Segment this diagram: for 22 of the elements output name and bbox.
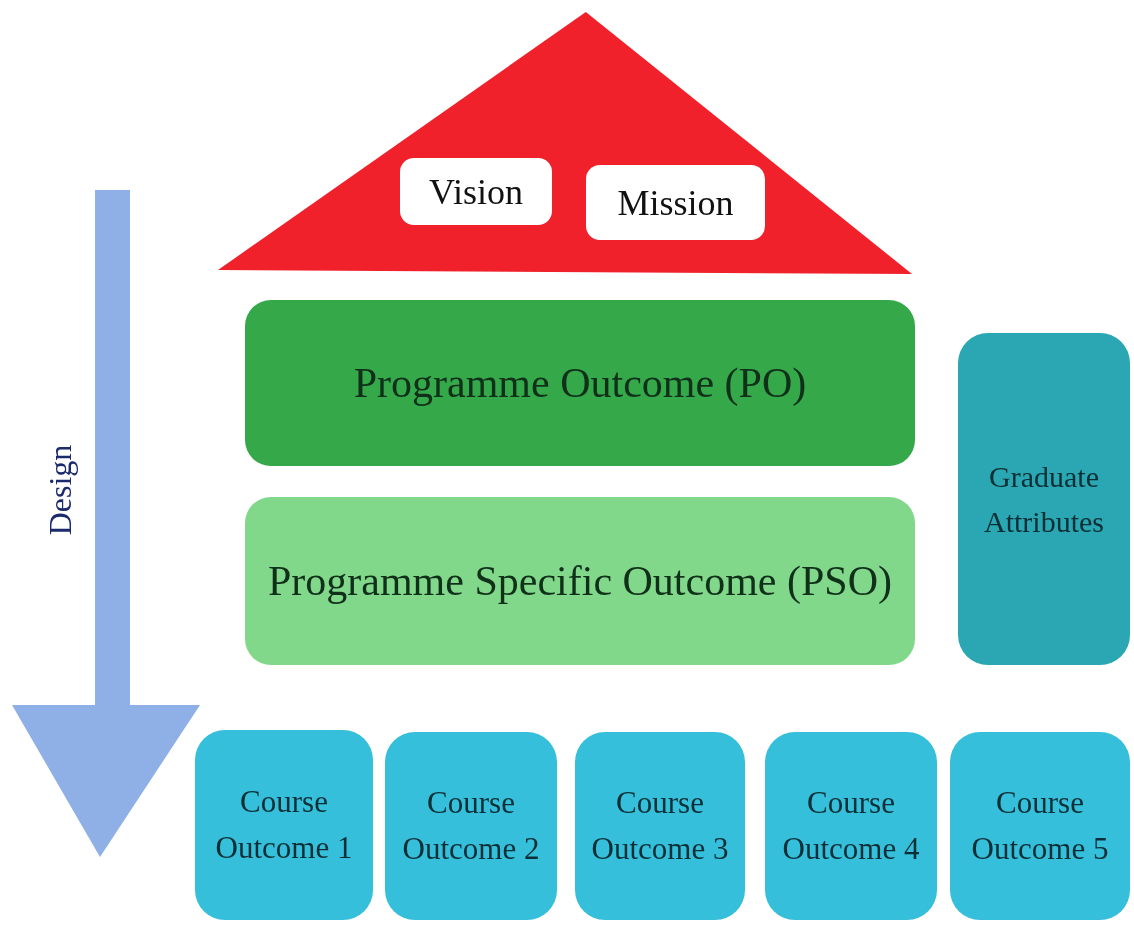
label-box xyxy=(586,165,765,240)
outcome-box xyxy=(245,497,915,665)
node-text: Course Outcome 1 xyxy=(214,782,354,867)
label-box xyxy=(400,158,552,225)
outcome-box xyxy=(195,730,373,920)
node-text: Programme Outcome (PO) xyxy=(353,358,807,408)
node-text: Programme Specific Outcome (PSO) xyxy=(267,556,892,606)
outcome-box xyxy=(575,732,745,920)
node-text: Course Outcome 2 xyxy=(401,783,541,868)
outcome-box xyxy=(950,732,1130,920)
outcome-box xyxy=(385,732,557,920)
node-text: Course Outcome 4 xyxy=(781,783,921,868)
outcome-box xyxy=(245,300,915,466)
node-text: Graduate Attributes xyxy=(983,459,1105,540)
roof-triangle xyxy=(218,12,912,274)
node-text: Mission xyxy=(617,181,734,225)
node-text: Course Outcome 5 xyxy=(970,783,1110,868)
axis-label: Design xyxy=(41,444,79,536)
node-text: Course Outcome 3 xyxy=(590,783,730,868)
outcome-box xyxy=(765,732,937,920)
node-text: Vision xyxy=(429,170,523,214)
outcome-box xyxy=(958,333,1130,665)
